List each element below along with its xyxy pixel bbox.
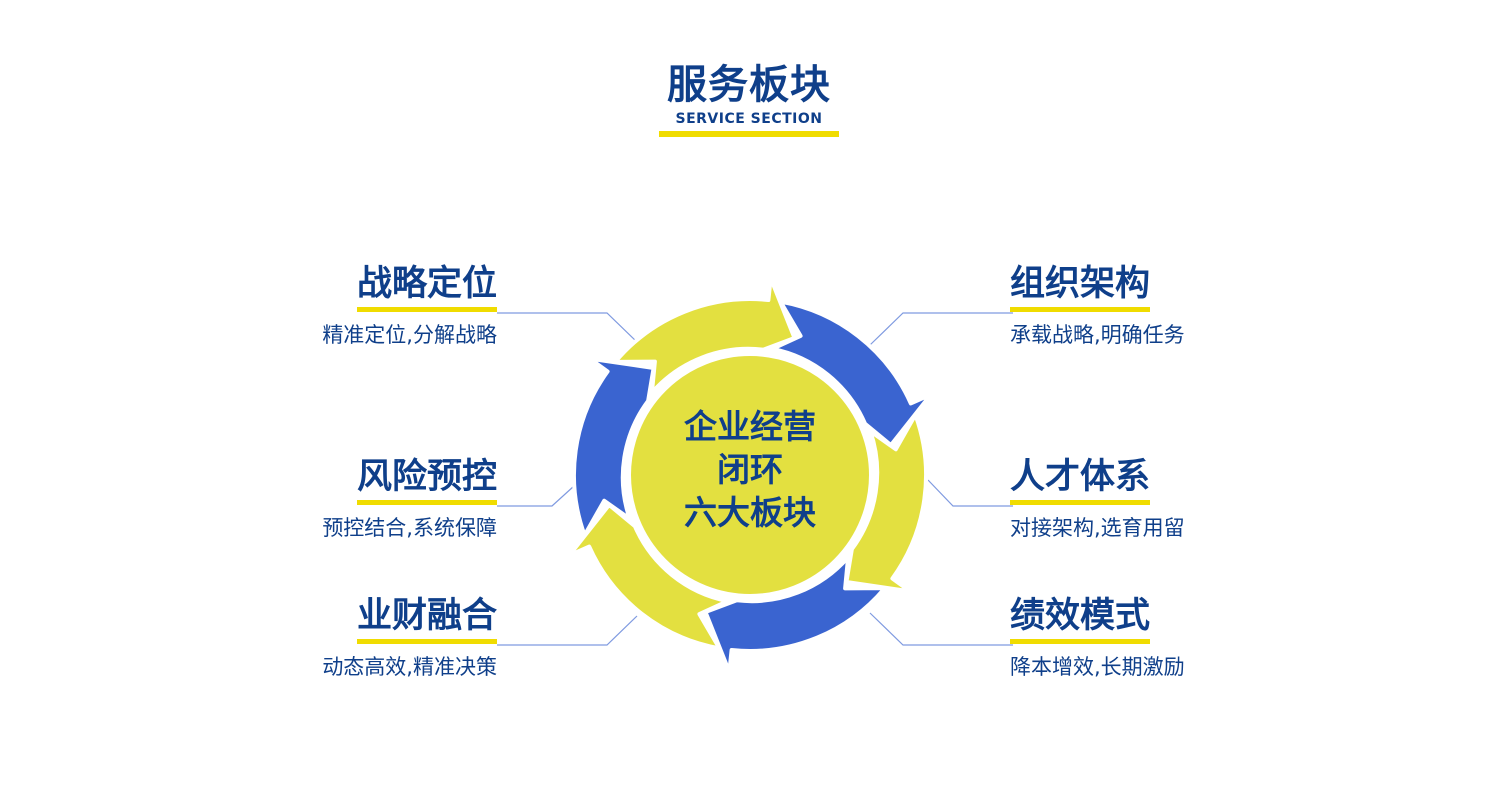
block-subtitle: 降本增效,长期激励 [1010, 655, 1185, 679]
center-line-2: 闭环 [717, 450, 783, 489]
block-title: 风险预控 [356, 455, 497, 505]
arrow-segment-risk [571, 356, 656, 538]
center-line-3: 六大板块 [684, 493, 816, 532]
block-subtitle: 预控结合,系统保障 [322, 516, 497, 540]
block-talent: 人才体系 对接架构,选育用留 [1010, 455, 1310, 541]
connector-finance [497, 615, 638, 646]
block-title: 绩效模式 [1010, 594, 1151, 644]
block-title: 人才体系 [1010, 455, 1151, 505]
center-line-1: 企业经营 [684, 407, 816, 446]
center-label: 企业经营 闭环 六大板块 [650, 405, 850, 534]
block-strategy: 战略定位 精准定位,分解战略 [197, 262, 497, 348]
connector-performance [869, 612, 1013, 646]
block-finance: 业财融合 动态高效,精准决策 [197, 594, 497, 680]
block-subtitle: 承载战略,明确任务 [1010, 323, 1185, 347]
connector-org [869, 312, 1013, 346]
block-risk: 风险预控 预控结合,系统保障 [197, 455, 497, 541]
block-title: 战略定位 [356, 262, 497, 312]
block-subtitle: 动态高效,精准决策 [322, 655, 497, 679]
block-org: 组织架构 承载战略,明确任务 [1010, 262, 1310, 348]
connector-strategy [497, 312, 638, 343]
block-title: 业财融合 [356, 594, 497, 644]
connector-talent [927, 479, 1013, 507]
center-circle [625, 350, 875, 600]
title-underline [659, 131, 839, 137]
block-subtitle: 精准定位,分解战略 [322, 323, 497, 347]
block-title: 组织架构 [1010, 262, 1151, 312]
block-performance: 绩效模式 降本增效,长期激励 [1010, 594, 1310, 680]
connector-lines [497, 312, 1013, 646]
block-subtitle: 对接架构,选育用留 [1010, 516, 1185, 540]
section-subtitle: SERVICE SECTION [675, 111, 823, 127]
section-header: 服务板块 SERVICE SECTION [659, 60, 839, 137]
section-title: 服务板块 [667, 62, 831, 108]
connector-risk [497, 485, 575, 507]
